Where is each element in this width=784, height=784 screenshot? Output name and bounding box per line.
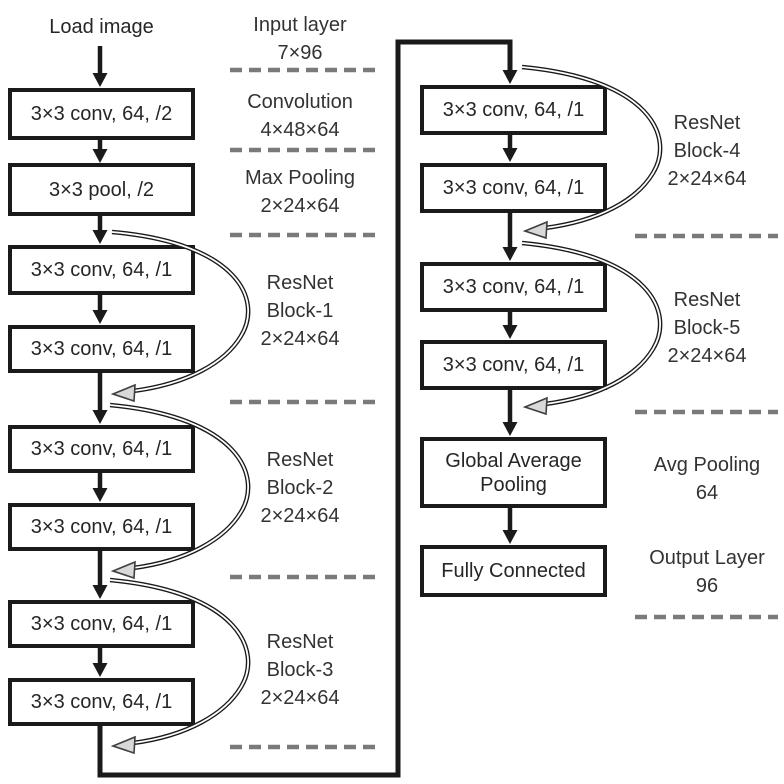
annotation-line: Block-5 — [673, 317, 741, 339]
annotation-output-layer: Output Layer 96 — [617, 544, 784, 600]
layer-box-block3-conv2: 3×3 conv, 64, /1 — [8, 678, 195, 726]
layer-box-block3-conv1: 3×3 conv, 64, /1 — [8, 600, 195, 648]
annotation-line: 2×24×64 — [260, 505, 340, 527]
annotation-resnet-block-2: ResNet Block-2 2×24×64 — [210, 446, 390, 530]
annotation-line: Output Layer — [649, 547, 765, 569]
flow-arrow — [502, 508, 518, 544]
annotation-line: 2×24×64 — [667, 168, 747, 190]
layer-box-conv-stride2: 3×3 conv, 64, /2 — [8, 88, 195, 140]
flow-arrow — [502, 213, 518, 261]
layer-box-global-avg-pool: Global Average Pooling — [420, 437, 607, 508]
annotation-line: Convolution — [247, 91, 353, 113]
layer-box-block1-conv1: 3×3 conv, 64, /1 — [8, 245, 195, 295]
annotation-resnet-block-4: ResNet Block-4 2×24×64 — [617, 109, 784, 193]
annotation-max-pooling: Max Pooling 2×24×64 — [210, 164, 390, 220]
layer-box-label: 3×3 conv, 64, /1 — [442, 276, 585, 298]
annotation-line: Block-4 — [673, 140, 741, 162]
annotation-input-layer: Input layer 7×96 — [210, 11, 390, 67]
flow-arrow — [92, 295, 108, 324]
annotation-line: 2×24×64 — [667, 345, 747, 367]
skip-arrowhead — [522, 220, 548, 240]
layer-box-block2-conv1: 3×3 conv, 64, /1 — [8, 425, 195, 473]
layer-box-block4-conv2: 3×3 conv, 64, /1 — [420, 163, 607, 213]
flow-arrow — [92, 140, 108, 163]
annotation-resnet-block-1: ResNet Block-1 2×24×64 — [210, 269, 390, 353]
arrow-head — [502, 70, 518, 84]
annotation-avg-pooling: Avg Pooling 64 — [617, 451, 784, 507]
annotation-convolution: Convolution 4×48×64 — [210, 88, 390, 144]
layer-box-block2-conv2: 3×3 conv, 64, /1 — [8, 503, 195, 551]
layer-box-block5-conv1: 3×3 conv, 64, /1 — [420, 262, 607, 312]
annotation-line: Block-2 — [266, 477, 334, 499]
annotation-line: Avg Pooling — [653, 454, 761, 476]
layer-box-label: 3×3 conv, 64, /1 — [30, 259, 173, 281]
skip-arrowhead — [110, 735, 136, 755]
annotation-line: 2×24×64 — [260, 195, 340, 217]
annotation-line: 64 — [695, 482, 719, 504]
annotation-line: Max Pooling — [244, 167, 356, 189]
layer-box-label: 3×3 conv, 64, /1 — [30, 438, 173, 460]
layer-box-label: Fully Connected — [441, 560, 586, 582]
flow-arrow — [92, 648, 108, 677]
flow-arrow — [92, 473, 108, 502]
layer-box-label: Pooling — [480, 473, 547, 496]
flow-arrow — [92, 46, 108, 87]
layer-box-label: Global Average — [445, 449, 582, 472]
annotation-line: ResNet — [266, 449, 334, 471]
annotation-line: ResNet — [266, 631, 334, 653]
annotation-line: 2×24×64 — [260, 328, 340, 350]
annotation-line: 96 — [695, 575, 719, 597]
annotation-line: ResNet — [673, 289, 741, 311]
skip-arrowhead — [110, 560, 136, 580]
annotation-resnet-block-3: ResNet Block-3 2×24×64 — [210, 628, 390, 712]
layer-box-fully-connected: Fully Connected — [420, 545, 607, 597]
layer-box-label: 3×3 pool, /2 — [48, 178, 155, 201]
annotation-line: Block-1 — [266, 300, 334, 322]
annotation-line: Input layer — [253, 14, 347, 36]
annotation-line: 4×48×64 — [260, 119, 340, 141]
layer-box-label: 3×3 conv, 64, /1 — [30, 516, 173, 538]
annotation-resnet-block-5: ResNet Block-5 2×24×64 — [617, 286, 784, 370]
layer-box-label: 3×3 conv, 64, /1 — [442, 177, 585, 199]
annotation-line: Block-3 — [266, 659, 334, 681]
skip-arrowhead — [110, 383, 136, 403]
flow-arrow — [502, 390, 518, 436]
flow-arrow — [92, 551, 108, 599]
layer-box-block1-conv2: 3×3 conv, 64, /1 — [8, 325, 195, 373]
flow-arrow — [502, 135, 518, 162]
flow-arrow — [502, 312, 518, 339]
layer-box-maxpool: 3×3 pool, /2 — [8, 163, 195, 216]
layer-box-block4-conv1: 3×3 conv, 64, /1 — [420, 85, 607, 135]
annotation-line: 2×24×64 — [260, 687, 340, 709]
layer-box-label: 3×3 conv, 64, /1 — [30, 691, 173, 713]
annotation-line: 7×96 — [277, 42, 323, 64]
annotation-line: ResNet — [266, 272, 334, 294]
flow-arrow — [92, 373, 108, 424]
layer-box-label: 3×3 conv, 64, /1 — [30, 613, 173, 635]
input-source-label: Load image — [49, 16, 154, 38]
skip-arrowhead — [522, 396, 548, 416]
layer-box-label: 3×3 conv, 64, /2 — [30, 103, 173, 125]
flow-arrow — [92, 216, 108, 244]
layer-box-label: 3×3 conv, 64, /1 — [442, 99, 585, 121]
layer-box-block5-conv2: 3×3 conv, 64, /1 — [420, 340, 607, 390]
annotation-line: ResNet — [673, 112, 741, 134]
layer-box-label: 3×3 conv, 64, /1 — [30, 338, 173, 360]
layer-box-label: 3×3 conv, 64, /1 — [442, 354, 585, 376]
